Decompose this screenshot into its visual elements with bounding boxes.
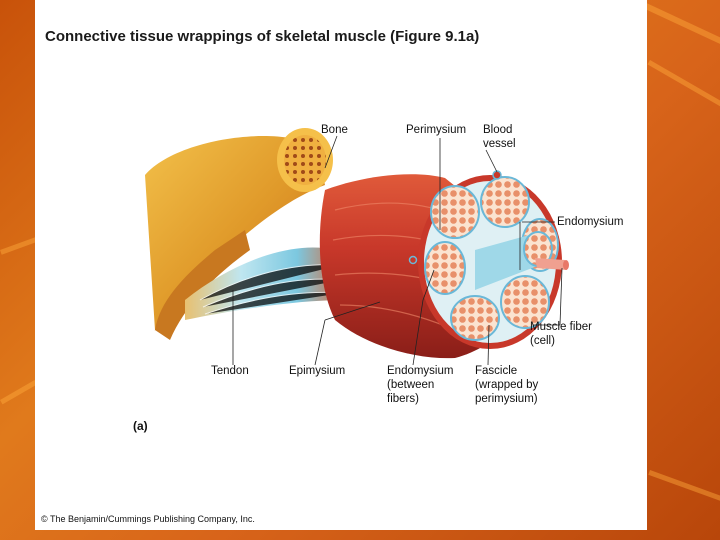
background-stripe <box>648 470 720 503</box>
figure-title: Connective tissue wrappings of skeletal … <box>45 28 480 45</box>
fascicle <box>480 176 530 228</box>
fascicle <box>500 275 550 329</box>
muscle-illustration <box>145 128 569 366</box>
background-stripe <box>0 380 38 405</box>
label-endomysium-between-line2: (between <box>387 379 435 391</box>
blood-vessel <box>408 255 418 265</box>
label-fascicle-line1: Fascicle <box>475 365 518 377</box>
label-bone: Bone <box>321 124 348 136</box>
label-epimysium: Epimysium <box>289 365 346 377</box>
fascicle <box>430 185 480 239</box>
blood-vessel <box>492 170 502 180</box>
background-stripe <box>637 0 720 57</box>
figure-slide: Connective tissue wrappings of skeletal … <box>35 0 647 530</box>
label-endomysium-between-line3: fibers) <box>387 393 419 405</box>
label-endomysium: Endomysium <box>557 216 624 228</box>
label-blood-vessel-line1: Blood <box>483 124 513 136</box>
copyright-notice: © The Benjamin/Cummings Publishing Compa… <box>41 514 255 524</box>
label-fascicle-line3: perimysium) <box>475 393 538 405</box>
label-blood-vessel-line2: vessel <box>483 138 516 150</box>
fascicle <box>424 241 466 295</box>
label-perimysium: Perimysium <box>406 124 467 136</box>
panel-label: (a) <box>133 419 148 433</box>
label-tendon: Tendon <box>211 365 249 377</box>
label-muscle-fiber-line1: Muscle fiber <box>530 321 592 333</box>
background-stripe <box>647 60 720 110</box>
label-endomysium-between-line1: Endomysium <box>387 365 454 377</box>
leader-lines <box>232 135 563 366</box>
fascicle <box>450 295 500 341</box>
label-fascicle-line2: (wrapped by <box>475 379 539 391</box>
background-stripe <box>0 236 40 255</box>
muscle-fiber-protruding <box>535 258 567 270</box>
label-muscle-fiber-line2: (cell) <box>530 335 555 347</box>
